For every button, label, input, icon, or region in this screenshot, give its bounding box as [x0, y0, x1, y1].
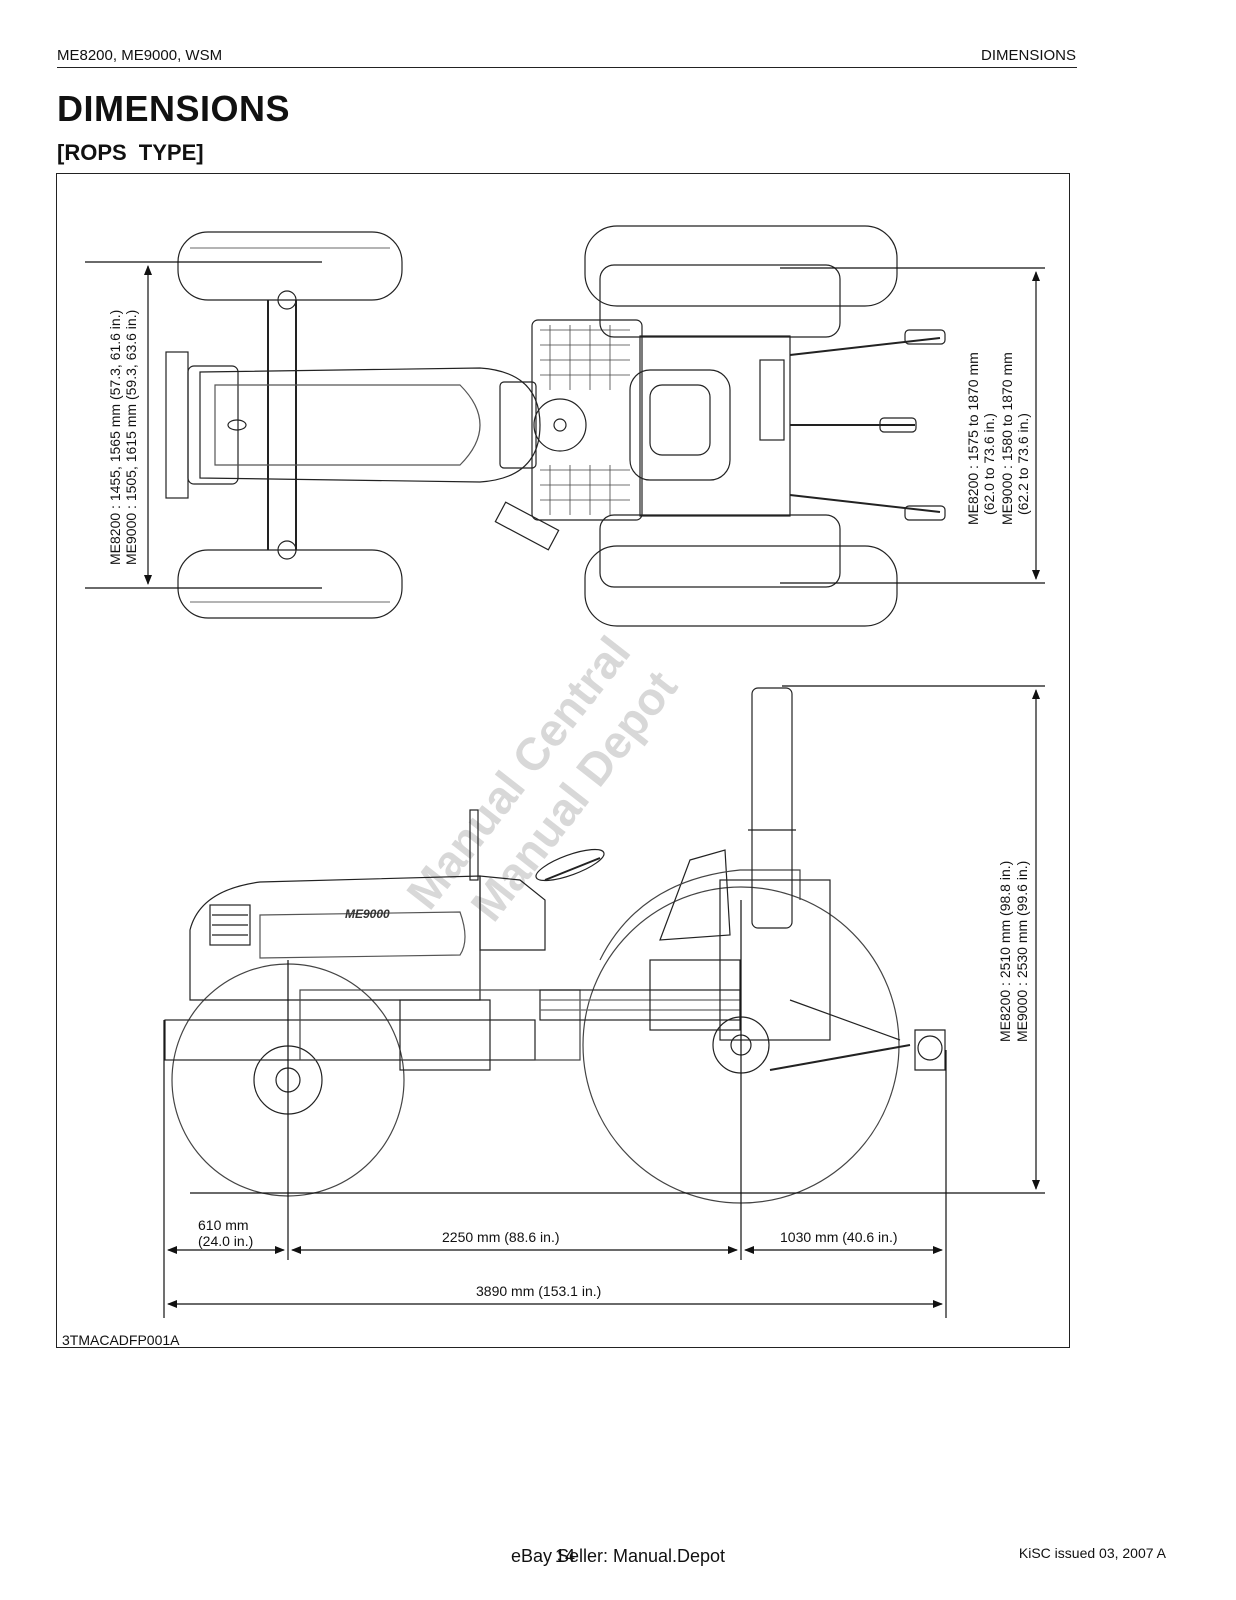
watermark: Manual Central Manual Depot — [396, 627, 687, 931]
left-fender — [599, 264, 841, 338]
page-number: 14 — [555, 1546, 576, 1566]
height-label-2: ME9000 : 2530 mm (99.6 in.) — [1014, 861, 1030, 1042]
footer-right: KiSC issued 03, 2007 A — [1018, 1545, 1166, 1561]
operator-platform — [531, 319, 643, 521]
rear-tread-label-2: (62.0 to 73.6 in.) — [981, 413, 997, 515]
rear-tread-label-3: ME9000 : 1580 to 1870 mm — [999, 352, 1015, 525]
rear-overhang-label: 1030 mm (40.6 in.) — [780, 1229, 898, 1245]
tractor-top-view — [165, 225, 946, 627]
rear-left-tire — [584, 225, 898, 307]
hood-top — [199, 367, 541, 483]
page-subtitle: [ROPS TYPE] — [57, 140, 204, 165]
overall-length-label: 3890 mm (153.1 in.) — [476, 1283, 601, 1299]
header-left: ME8200, ME9000, WSM — [57, 47, 223, 64]
height-label-1: ME8200 : 2510 mm (98.8 in.) — [997, 861, 1013, 1042]
footer-seller: eBay Seller: Manual.Depot — [510, 1546, 726, 1566]
header-right: DIMENSIONS — [980, 47, 1076, 64]
front-left-tire — [177, 231, 403, 301]
rear-body — [639, 335, 791, 517]
rear-tread-label-4: (62.2 to 73.6 in.) — [1015, 413, 1031, 515]
figure-frame — [56, 173, 1070, 1348]
figure-code: 3TMACADFP001A — [62, 1332, 180, 1348]
wheelbase-label: 2250 mm (88.6 in.) — [442, 1229, 560, 1245]
exhaust-pipe — [469, 809, 479, 881]
rear-tread-label-1: ME8200 : 1575 to 1870 mm — [965, 352, 981, 525]
rear-right-tire — [584, 545, 898, 627]
rops — [751, 687, 793, 929]
steering-wheel — [533, 398, 587, 452]
hood-model-mark: ME9000 — [345, 907, 390, 921]
front-tread-dimension — [85, 261, 322, 589]
footer-center: eBay Seller: Manual.Depot — [0, 1546, 1236, 1567]
front-right-tire — [177, 549, 403, 619]
rear-tread-dimension — [780, 267, 1045, 584]
page-title: DIMENSIONS — [57, 88, 291, 129]
right-fender — [599, 514, 841, 588]
seat — [629, 369, 731, 481]
front-tread-label-1: ME8200 : 1455, 1565 mm (57.3, 61.6 in.) — [107, 310, 123, 565]
front-weight — [165, 351, 189, 499]
header-rule — [57, 67, 1077, 68]
front-overhang-label-1: 610 mm — [198, 1217, 249, 1233]
front-overhang-label-2: (24.0 in.) — [198, 1233, 253, 1249]
front-tread-label-2: ME9000 : 1505, 1615 mm (59.3, 63.6 in.) — [123, 310, 139, 565]
side-dimension-lines — [163, 685, 1045, 1318]
seat-side — [659, 849, 731, 941]
